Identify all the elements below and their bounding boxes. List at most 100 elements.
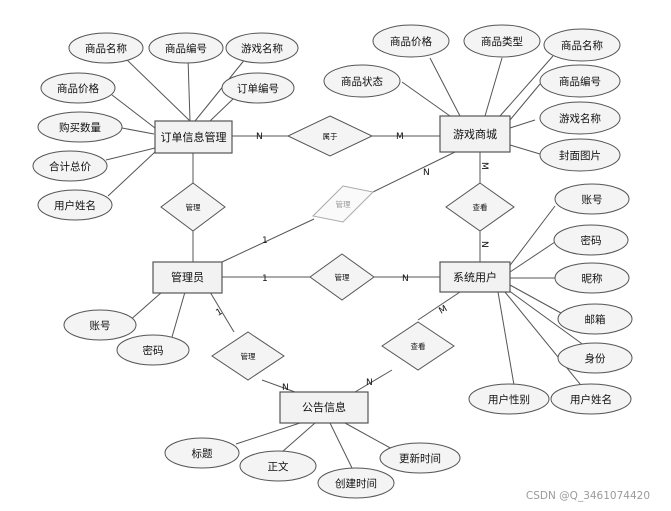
rel-manage-order[interactable]: 管理 xyxy=(160,182,226,232)
edge-order-attr-orderno xyxy=(209,98,234,122)
attr-user-role-label: 身份 xyxy=(585,352,606,365)
edge-admin-managemall xyxy=(221,218,315,263)
rel-manage-order-label: 管理 xyxy=(186,202,201,212)
attr-user-account[interactable]: 账号 xyxy=(554,183,630,215)
attr-mall-name[interactable]: 商品名称 xyxy=(543,28,621,62)
attr-order-game-name[interactable]: 游戏名称 xyxy=(225,32,299,64)
attr-user-password-label: 密码 xyxy=(581,234,602,247)
entity-notice[interactable]: 公告信息 xyxy=(279,391,369,424)
attr-notice-updated-label: 更新时间 xyxy=(399,452,441,465)
attr-admin-account[interactable]: 账号 xyxy=(63,309,137,341)
card-admin-manage-user: 1 xyxy=(262,274,268,284)
edge-user-attr-password xyxy=(509,241,556,273)
rel-manage-user[interactable]: 管理 xyxy=(309,253,375,301)
card-admin-manage-notice: 1 xyxy=(215,307,225,319)
attr-order-total[interactable]: 合计总价 xyxy=(32,150,108,182)
card-admin-manage-mall: 1 xyxy=(262,236,268,246)
edge-mall-attr-game xyxy=(509,119,536,129)
edge-notice-attr-created xyxy=(329,422,353,469)
attr-order-price[interactable]: 商品价格 xyxy=(40,72,116,104)
watermark: CSDN @Q_3461074420 xyxy=(526,490,650,502)
edge-viewnotice-notice xyxy=(354,369,393,393)
entity-admin-label: 管理员 xyxy=(171,270,204,284)
attr-mall-price[interactable]: 商品价格 xyxy=(372,24,450,58)
entity-admin[interactable]: 管理员 xyxy=(152,261,223,294)
entity-order-info-label: 订单信息管理 xyxy=(161,130,227,144)
edge-user-attr-account xyxy=(507,205,556,269)
attr-mall-game-name[interactable]: 游戏名称 xyxy=(539,101,621,135)
card-view-user: N xyxy=(479,241,489,248)
rel-belongs[interactable]: 属于 xyxy=(286,115,374,157)
card-view-notice-end: N xyxy=(366,378,373,388)
entity-game-mall[interactable]: 游戏商城 xyxy=(439,115,511,153)
attr-mall-product-id-label: 商品编号 xyxy=(559,75,601,88)
attr-order-quantity[interactable]: 购买数量 xyxy=(37,111,123,143)
rel-belongs-label: 属于 xyxy=(323,132,338,141)
edge-order-attr-uname xyxy=(107,151,156,197)
attr-order-product-name[interactable]: 商品名称 xyxy=(68,32,144,64)
entity-system-user-label: 系统用户 xyxy=(453,270,497,284)
attr-user-password[interactable]: 密码 xyxy=(553,224,629,256)
entity-system-user[interactable]: 系统用户 xyxy=(439,261,511,293)
attr-mall-type[interactable]: 商品类型 xyxy=(463,24,541,58)
attr-notice-created[interactable]: 创建时间 xyxy=(317,467,395,499)
rel-manage-notice[interactable]: 管理 xyxy=(211,331,285,381)
attr-user-role[interactable]: 身份 xyxy=(557,342,633,374)
edge-user-attr-email xyxy=(509,284,571,319)
edge-mall-attr-status xyxy=(401,81,451,117)
attr-mall-cover[interactable]: 封面图片 xyxy=(539,138,621,172)
rel-view-mall[interactable]: 查看 xyxy=(445,182,515,232)
attr-user-nickname[interactable]: 昵称 xyxy=(554,262,630,294)
attr-user-realname[interactable]: 用户姓名 xyxy=(550,383,632,415)
edge-admin-attr-password xyxy=(171,291,186,338)
edge-order-attr-price xyxy=(111,94,156,129)
card-order-belongs: N xyxy=(256,132,263,142)
attr-admin-password-label: 密码 xyxy=(143,344,164,357)
edge-notice-attr-title xyxy=(235,422,301,445)
rel-manage-mall[interactable]: 管理 xyxy=(311,185,375,223)
attr-order-user-name[interactable]: 用户姓名 xyxy=(37,189,113,221)
attr-order-quantity-label: 购买数量 xyxy=(59,121,101,134)
attr-order-order-no[interactable]: 订单编号 xyxy=(221,72,295,104)
attr-order-order-no-label: 订单编号 xyxy=(237,82,279,95)
rel-view-notice-label: 查看 xyxy=(411,341,426,351)
attr-notice-title-label: 标题 xyxy=(192,448,213,460)
edge-managemall-mall xyxy=(372,151,456,193)
edge-order-attr-total xyxy=(105,147,156,161)
attr-admin-password[interactable]: 密码 xyxy=(116,334,190,366)
edges xyxy=(105,55,586,469)
card-mall-view: M xyxy=(479,162,489,170)
attr-mall-type-label: 商品类型 xyxy=(481,35,523,48)
attr-admin-account-label: 账号 xyxy=(90,320,111,332)
cardinality-labels: N M 1 N M N 1 N 1 N M N xyxy=(215,132,490,393)
attr-notice-content[interactable]: 正文 xyxy=(239,450,317,482)
edge-mall-attr-price xyxy=(429,57,461,117)
edge-managenotice-notice xyxy=(261,379,296,393)
edge-user-attr-role xyxy=(507,289,586,347)
edge-admin-managenotice xyxy=(209,291,235,333)
attr-mall-name-label: 商品名称 xyxy=(561,39,603,52)
entity-order-info[interactable]: 订单信息管理 xyxy=(154,120,233,154)
attr-mall-product-id[interactable]: 商品编号 xyxy=(539,64,621,98)
attr-mall-price-label: 商品价格 xyxy=(390,35,432,48)
edge-mall-attr-name xyxy=(499,55,554,117)
attr-mall-status[interactable]: 商品状态 xyxy=(323,64,401,98)
attr-user-gender[interactable]: 用户性别 xyxy=(468,383,550,415)
attr-user-email[interactable]: 邮箱 xyxy=(557,303,633,335)
rel-manage-notice-label: 管理 xyxy=(241,351,256,361)
edge-mall-attr-cover xyxy=(509,144,541,155)
attr-order-price-label: 商品价格 xyxy=(57,82,99,95)
attr-user-gender-label: 用户性别 xyxy=(488,393,530,406)
attr-notice-title[interactable]: 标题 xyxy=(164,437,240,469)
entity-notice-label: 公告信息 xyxy=(302,400,346,414)
edge-user-viewnotice xyxy=(417,291,461,321)
attr-order-product-id[interactable]: 商品编号 xyxy=(148,32,224,64)
rel-view-notice[interactable]: 查看 xyxy=(381,321,455,371)
attr-mall-cover-label: 封面图片 xyxy=(559,149,601,162)
edge-user-attr-gender xyxy=(497,291,515,386)
attr-notice-updated[interactable]: 更新时间 xyxy=(379,442,461,474)
edge-notice-attr-content xyxy=(281,422,316,453)
edge-user-attr-realname xyxy=(504,291,581,385)
attr-order-user-name-label: 用户姓名 xyxy=(54,199,96,212)
edge-order-attr-game xyxy=(194,57,247,122)
